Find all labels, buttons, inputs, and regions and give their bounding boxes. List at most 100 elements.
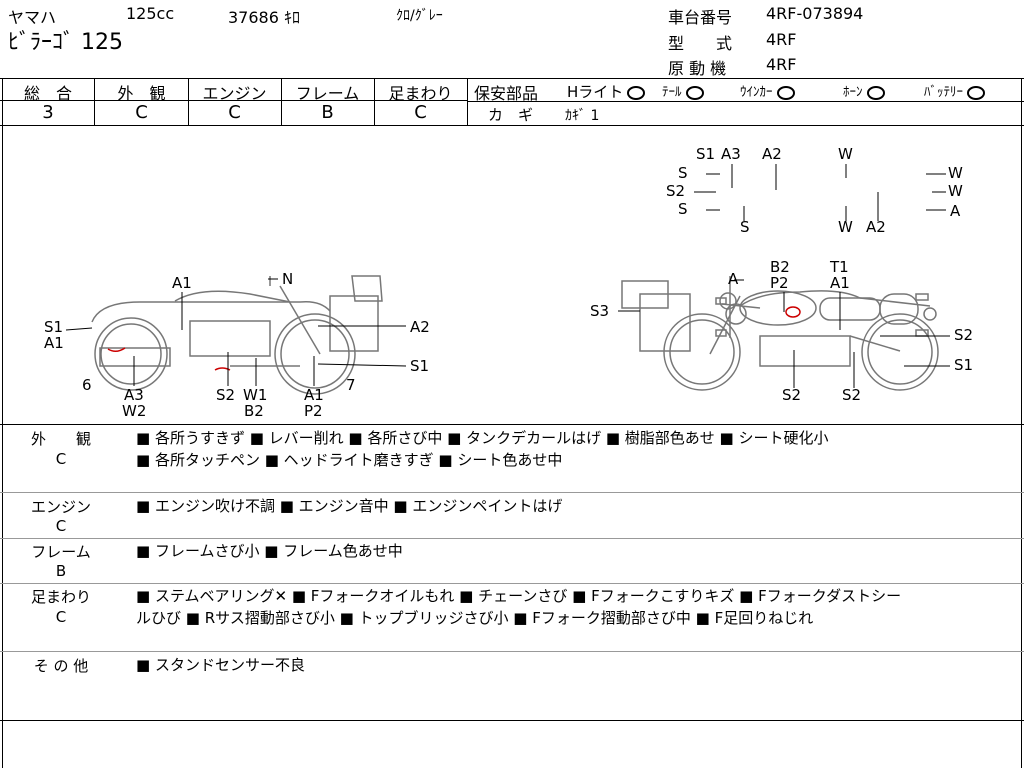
leader-lines [65, 278, 407, 386]
safety-item-name: Hライト [567, 83, 624, 101]
diagram-label: A1 [172, 274, 192, 292]
diagram-label: A3 [124, 386, 144, 404]
leader-lines [694, 164, 946, 221]
divider [2, 78, 3, 768]
grade-header-engine: エンジン [202, 84, 267, 103]
divider [0, 651, 1024, 652]
diagram-label: S [678, 200, 688, 218]
motorcycle-top-view [715, 276, 937, 338]
diagram-label: A2 [866, 218, 886, 236]
divider [0, 78, 1024, 79]
diagram-label: A [728, 270, 739, 288]
diagram-label: S2 [954, 326, 973, 344]
frame-no: 4RF-073894 [766, 4, 864, 23]
divider [0, 720, 1024, 721]
detail-category-other: そ の 他 [33, 657, 89, 675]
diagram-label: A2 [410, 318, 430, 336]
diagram-label: A3 [721, 145, 741, 163]
divider [0, 583, 1024, 584]
safety-headlight: Hライト [567, 81, 646, 102]
diagram-label: 6 [82, 376, 92, 394]
ok-mark-icon [866, 85, 885, 100]
grade-header-exterior: 外 観 [117, 84, 166, 103]
detail-grade-frame: B [55, 562, 67, 580]
detail-category-engine: エンジン [30, 498, 91, 516]
displacement: 125cc [126, 4, 175, 23]
diagram-label: S1 [44, 318, 63, 336]
diagram-label: P2 [304, 402, 323, 420]
motorcycle-left-view [91, 275, 383, 395]
diagram-label: A1 [830, 274, 850, 292]
model-name: ﾋﾞﾗｰｺﾞ 125 [8, 30, 123, 55]
detail-category-exterior: 外 観 [30, 430, 91, 448]
diagram-label: W [838, 218, 853, 236]
diagram-label: A1 [304, 386, 324, 404]
divider [468, 101, 1024, 102]
grade-header-suspension: 足まわり [388, 84, 453, 103]
engine-value: 4RF [766, 55, 797, 74]
safety-item-name: ﾊﾞｯﾃﾘｰ [924, 85, 963, 100]
divider [281, 78, 282, 125]
diagram-label: B2 [244, 402, 264, 420]
damage-diagram: S1 A3 A2 W S S2 S S W A2 W W A A1 N S1 A… [44, 145, 973, 420]
safety-label: 保安部品 [474, 84, 539, 103]
diagram-label: S2 [842, 386, 861, 404]
divider [0, 538, 1024, 539]
diagram-label: N [282, 270, 293, 288]
divider [0, 100, 468, 101]
diagram-label: S2 [216, 386, 235, 404]
grade-header-frame: フレーム [295, 84, 360, 103]
divider [1021, 78, 1022, 768]
diagram-label: W [948, 182, 963, 200]
divider [0, 424, 1024, 425]
diagram-label: B2 [770, 258, 790, 276]
detail-text-engine: ■ エンジン吹け不調 ■ エンジン音中 ■ エンジンペイントはげ [136, 495, 562, 517]
diagram-label: 7 [346, 376, 356, 394]
detail-line: ■ エンジン吹け不調 ■ エンジン音中 ■ エンジンペイントはげ [136, 497, 563, 515]
detail-line: ■ 各所タッチペン ■ ヘッドライト磨きすぎ ■ シート色あせ中 [136, 451, 563, 469]
grade-value-suspension: C [414, 102, 427, 123]
divider [94, 78, 95, 125]
ok-mark-icon [967, 85, 985, 100]
engine-label: 原 動 機 [668, 59, 727, 78]
detail-text-frame: ■ フレームさび小 ■ フレーム色あせ中 [136, 540, 403, 562]
diagram-label: T1 [829, 258, 849, 276]
diagram-label: W1 [243, 386, 267, 404]
damage-mark [107, 347, 231, 371]
motorcycle-right-view [621, 280, 939, 391]
diagram-label: S1 [410, 357, 429, 375]
detail-line: ■ スタンドセンサー不良 [136, 656, 305, 674]
detail-text-exterior: ■ 各所うすきず ■ レバー削れ ■ 各所さび中 ■ タンクデカールはげ ■ 樹… [136, 427, 829, 471]
type-label: 型 式 [668, 34, 733, 53]
divider [374, 78, 375, 125]
grade-value-overall: 3 [42, 102, 54, 123]
diagram-label: A1 [44, 334, 64, 352]
key-value: ｶｷﾞ 1 [565, 108, 600, 124]
detail-grade-engine: C [55, 517, 67, 535]
detail-line: ■ ステムベアリング✕ ■ Fフォークオイルもれ ■ チェーンさび ■ Fフォー… [136, 587, 902, 605]
divider [188, 78, 189, 125]
ok-mark-icon [685, 85, 704, 100]
diagram-label: S [740, 218, 750, 236]
diagram-label: A2 [762, 145, 782, 163]
divider [0, 492, 1024, 493]
diagram-label: S [678, 164, 688, 182]
safety-item-name: ｳｲﾝｶｰ [740, 85, 773, 100]
grade-value-frame: B [321, 102, 334, 123]
type-value: 4RF [766, 30, 797, 49]
diagram-label: S2 [666, 182, 685, 200]
detail-grade-suspension: C [55, 608, 67, 626]
maker-name: ヤマハ [8, 8, 57, 27]
diagram-label: W2 [122, 402, 146, 420]
detail-line: ■ 各所うすきず ■ レバー削れ ■ 各所さび中 ■ タンクデカールはげ ■ 樹… [136, 429, 829, 447]
safety-tail: ﾃｰﾙ [662, 81, 704, 100]
detail-text-other: ■ スタンドセンサー不良 [136, 654, 305, 676]
detail-line: ルひび ■ Rサス摺動部さび小 ■ トップブリッジさび小 ■ Fフォーク摺動部さ… [136, 609, 814, 627]
diagram-label: A [950, 202, 961, 220]
diagram-label: W [948, 164, 963, 182]
diagram-label: S2 [782, 386, 801, 404]
frame-no-label: 車台番号 [668, 8, 733, 27]
divider [467, 78, 468, 125]
key-label: カ ギ [488, 106, 534, 124]
diagram-label: S3 [590, 302, 609, 320]
